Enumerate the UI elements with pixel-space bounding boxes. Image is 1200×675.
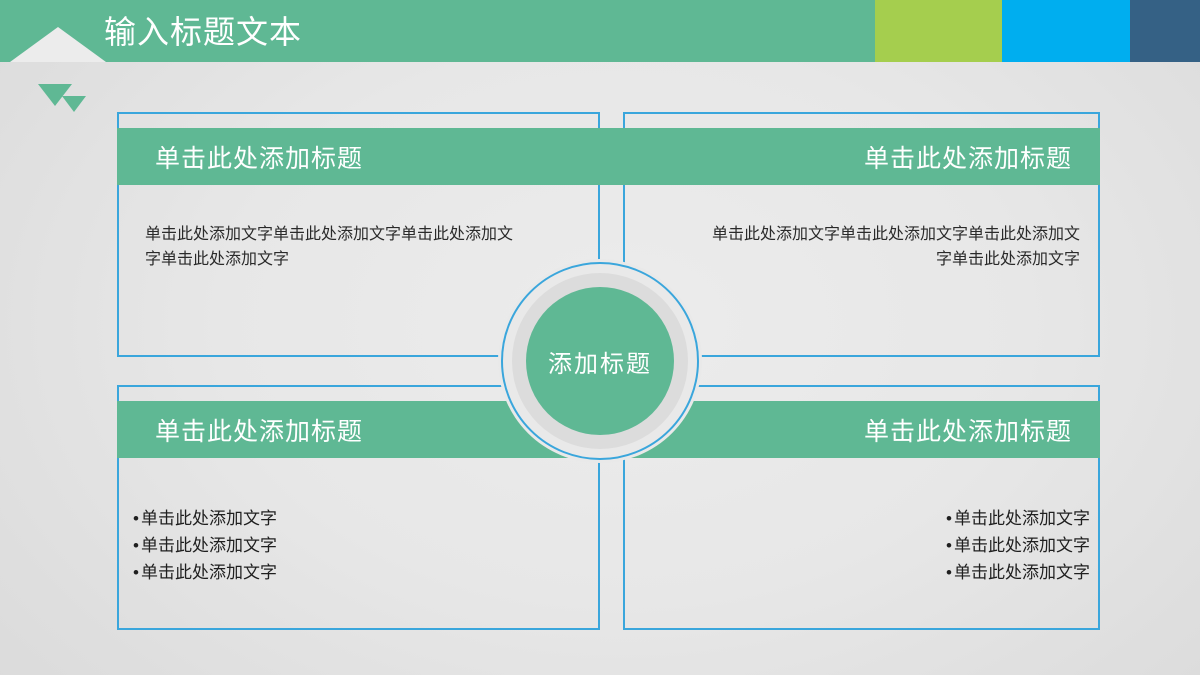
- header-green-bar: [0, 0, 875, 62]
- list-item: 单击此处添加文字: [133, 532, 463, 559]
- card-bottom-left-bullets[interactable]: 单击此处添加文字单击此处添加文字单击此处添加文字: [133, 505, 463, 586]
- header-notch-triangle-icon: [10, 27, 106, 62]
- card-top-right-body[interactable]: 单击此处添加文字单击此处添加文字单击此处添加文字单击此处添加文字: [711, 226, 1080, 268]
- header-band-lime: [875, 0, 1002, 62]
- card-top-left[interactable]: [117, 112, 600, 357]
- card-top-left-body[interactable]: 单击此处添加文字单击此处添加文字单击此处添加文字单击此处添加文字: [145, 226, 514, 268]
- card-bottom-right[interactable]: [623, 385, 1100, 630]
- list-item: 单击此处添加文字: [133, 505, 463, 532]
- list-item: 单击此处添加文字: [760, 559, 1090, 586]
- list-item: 单击此处添加文字: [133, 559, 463, 586]
- card-top-right[interactable]: [623, 112, 1100, 357]
- decor-triangle-small-icon: [62, 96, 86, 112]
- card-top-right-heading[interactable]: 单击此处添加标题: [588, 128, 1100, 185]
- list-item: 单击此处添加文字: [760, 532, 1090, 559]
- center-circle-label: 添加标题: [548, 350, 652, 378]
- list-item: 单击此处添加文字: [760, 505, 1090, 532]
- circle-outer-ring: [501, 262, 699, 460]
- center-circle[interactable]: 添加标题: [526, 287, 674, 435]
- header-band-cyan: [1002, 0, 1130, 62]
- card-bottom-left[interactable]: [117, 385, 600, 630]
- header-band-navy: [1130, 0, 1200, 62]
- card-bottom-right-bullets[interactable]: 单击此处添加文字单击此处添加文字单击此处添加文字: [760, 505, 1090, 586]
- card-top-left-heading[interactable]: 单击此处添加标题: [117, 128, 637, 185]
- page-title: 输入标题文本: [104, 14, 303, 50]
